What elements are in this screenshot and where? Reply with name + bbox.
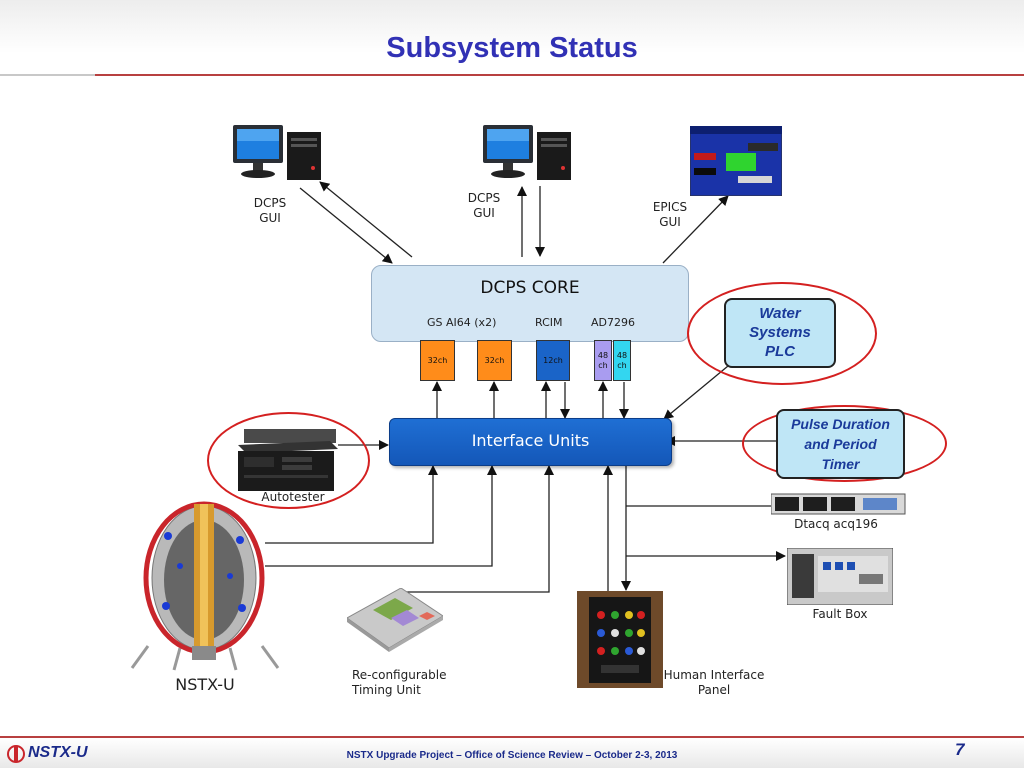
fault-box-label: Fault Box xyxy=(812,607,868,621)
computer-icon xyxy=(483,125,571,180)
channel-gs2: 32ch xyxy=(477,340,512,381)
pulse-timer-line3: Timer xyxy=(821,456,860,472)
header-rule-left xyxy=(0,74,95,76)
dcps-core-title: DCPS CORE xyxy=(480,278,580,298)
board-rcim-label: RCIM xyxy=(535,316,563,329)
computer-icon xyxy=(233,125,321,180)
pulse-timer-line2: and Period xyxy=(804,436,877,452)
dtacq-label: Dtacq acq196 xyxy=(794,517,878,531)
dcps-gui-2-label: DCPS GUI xyxy=(454,191,514,221)
digitizer-icon xyxy=(771,493,906,515)
footer-band xyxy=(0,738,1024,768)
hip-line1: Human Interface xyxy=(663,668,765,682)
rtu-line1: Re-configurable xyxy=(352,668,447,682)
pulse-timer-line1: Pulse Duration xyxy=(791,416,890,432)
logo-icon xyxy=(7,745,25,763)
channel-gs1: 32ch xyxy=(420,340,455,381)
pulse-timer-highlight xyxy=(742,405,947,482)
dcps-gui-2-line1: DCPS xyxy=(467,191,501,205)
board-ad-label: AD7296 xyxy=(591,316,635,329)
header-rule xyxy=(95,74,1024,76)
channel-rcim: 12ch xyxy=(536,340,570,381)
circuit-board-icon xyxy=(347,588,443,652)
channel-ad1: 48 ch xyxy=(594,340,612,381)
footer-rule xyxy=(0,736,1024,738)
footer-logo-text: NSTX-U xyxy=(28,744,88,761)
control-panel-image xyxy=(577,591,663,688)
header-band xyxy=(0,0,1024,76)
epics-gui-line2: GUI xyxy=(659,215,681,229)
hip-label: Human Interface Panel xyxy=(662,668,766,698)
epics-gui-line1: EPICS xyxy=(652,200,688,214)
dcps-gui-1-line1: DCPS xyxy=(253,196,287,210)
dcps-gui-2-line2: GUI xyxy=(473,206,495,220)
fault-box-icon xyxy=(787,548,893,605)
board-gs-label: GS AI64 (x2) xyxy=(427,316,497,329)
footer-text: NSTX Upgrade Project – Office of Science… xyxy=(346,750,678,761)
dcps-gui-1-label: DCPS GUI xyxy=(240,196,300,226)
page-number: 7 xyxy=(955,740,965,759)
water-plc-line3: PLC xyxy=(765,343,795,360)
autotester-label: Autotester xyxy=(261,490,325,504)
interface-units-box: Interface Units xyxy=(389,418,672,466)
water-plc-line2: Systems xyxy=(749,324,811,341)
epics-screen-icon xyxy=(690,126,782,196)
channel-ad2: 48 ch xyxy=(613,340,631,381)
water-plc-highlight xyxy=(687,282,877,385)
rtu-label: Re-configurable Timing Unit xyxy=(352,668,462,698)
server-icon xyxy=(238,429,338,491)
autotester-highlight xyxy=(207,412,370,509)
interface-units-label: Interface Units xyxy=(471,431,590,450)
hip-line2: Panel xyxy=(697,683,731,697)
water-plc-line1: Water xyxy=(759,305,801,322)
dcps-core-box: DCPS CORE GS AI64 (x2) RCIM AD7296 xyxy=(371,265,689,342)
nstxu-label: NSTX-U xyxy=(175,675,235,694)
tokamak-image xyxy=(130,501,280,671)
epics-gui-label: EPICS GUI xyxy=(640,200,700,230)
water-plc-box: Water Systems PLC xyxy=(724,298,836,368)
slide-title: Subsystem Status xyxy=(386,32,638,64)
dcps-gui-1-line2: GUI xyxy=(259,211,281,225)
rtu-line2: Timing Unit xyxy=(352,683,421,697)
pulse-timer-box: Pulse Duration and Period Timer xyxy=(776,409,905,479)
